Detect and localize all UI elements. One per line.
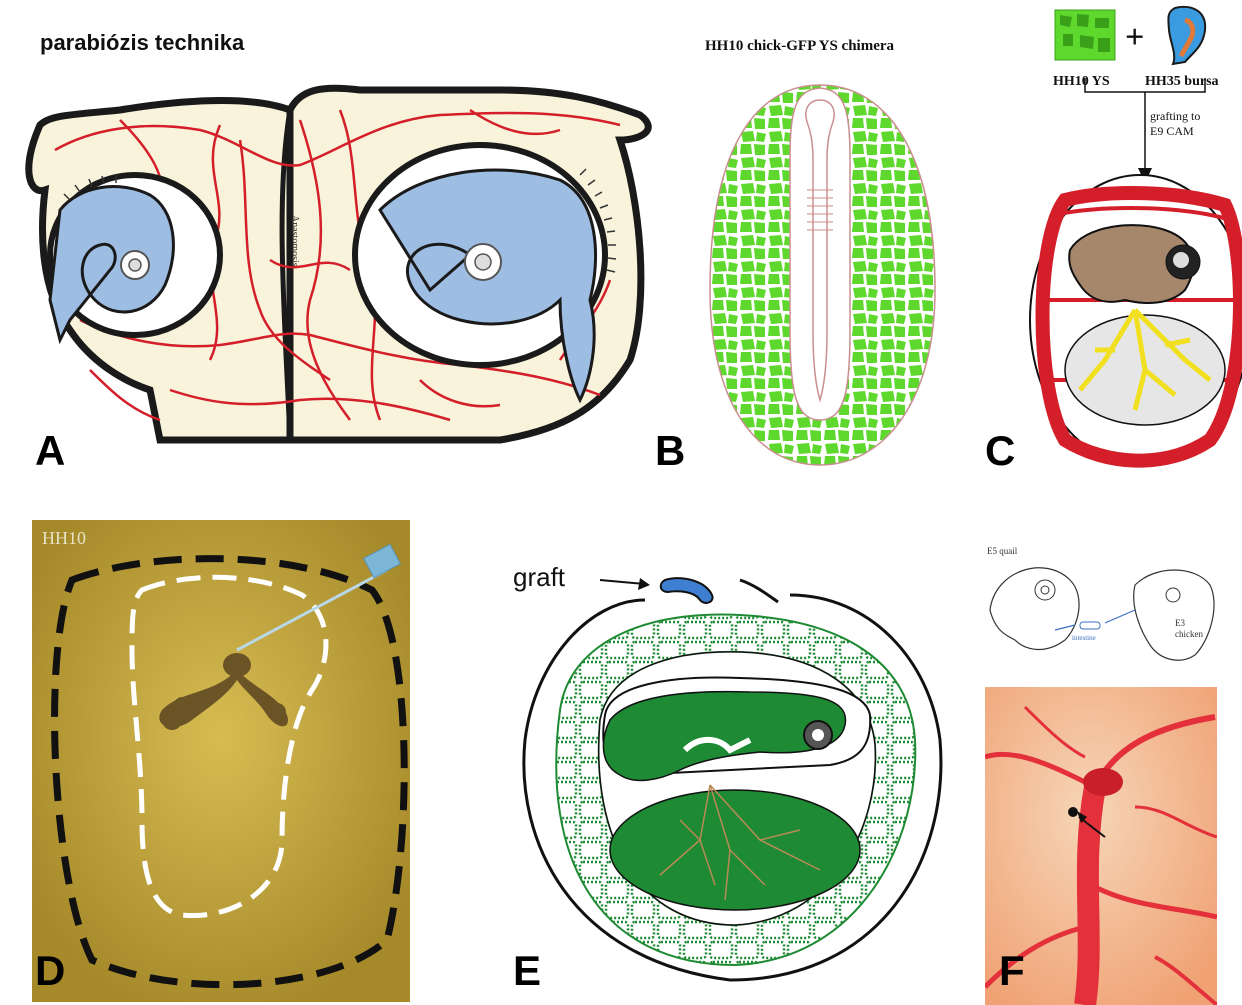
grafting-line2: E9 CAM: [1150, 124, 1194, 138]
label-hh10-ys: HH10 YS: [1053, 74, 1110, 89]
panel-c: HH10 YS HH35 bursa + grafting to E9 CAM …: [985, 0, 1242, 480]
host-label-line2: chicken: [1175, 629, 1203, 639]
panel-f-letter: F: [999, 950, 1025, 992]
intestine-label: intestine: [1072, 634, 1096, 642]
parabiosis-diagram: Anastomosis: [0, 0, 665, 480]
chimera-diagram: [655, 0, 985, 480]
donor-label: E5 quail: [987, 546, 1018, 556]
graft-piece: [661, 578, 713, 603]
host-label-line1: E3: [1175, 618, 1185, 628]
panel-c-letter: C: [985, 430, 1015, 472]
hh10-injection-photo: HH10: [32, 520, 410, 1002]
grafting-line1: grafting to: [1150, 109, 1200, 123]
panel-a-letter: A: [35, 430, 65, 472]
panel-e-letter: E: [513, 950, 541, 992]
panel-b-letter: B: [655, 430, 685, 472]
bursa-graft-diagram: HH10 YS HH35 bursa + grafting to E9 CAM: [985, 0, 1242, 480]
quail-chick-sketch: E5 quail intestine E3 chicken: [985, 540, 1242, 680]
bursa-icon: [1168, 7, 1205, 64]
panel-d: HH10 D: [32, 520, 410, 1002]
embryo-outline: [806, 100, 834, 400]
yolk-sac: [610, 790, 860, 910]
label-hh35-bursa: HH35 bursa: [1145, 74, 1219, 89]
panel-a: parabiózis technika: [0, 0, 665, 480]
cam-graft-diagram: [500, 540, 960, 1005]
plus-sign: +: [1125, 19, 1144, 56]
panel-e: graft E: [500, 540, 960, 1005]
anastomosis-label: Anastomosis: [289, 215, 300, 267]
graft-spot: [1068, 807, 1078, 817]
panel-b: HH10 chick-GFP YS chimera B: [655, 0, 985, 480]
panel-f: E5 quail intestine E3 chicken F: [985, 540, 1242, 1005]
stage-label: HH10: [42, 528, 86, 548]
panel-d-letter: D: [35, 950, 65, 992]
